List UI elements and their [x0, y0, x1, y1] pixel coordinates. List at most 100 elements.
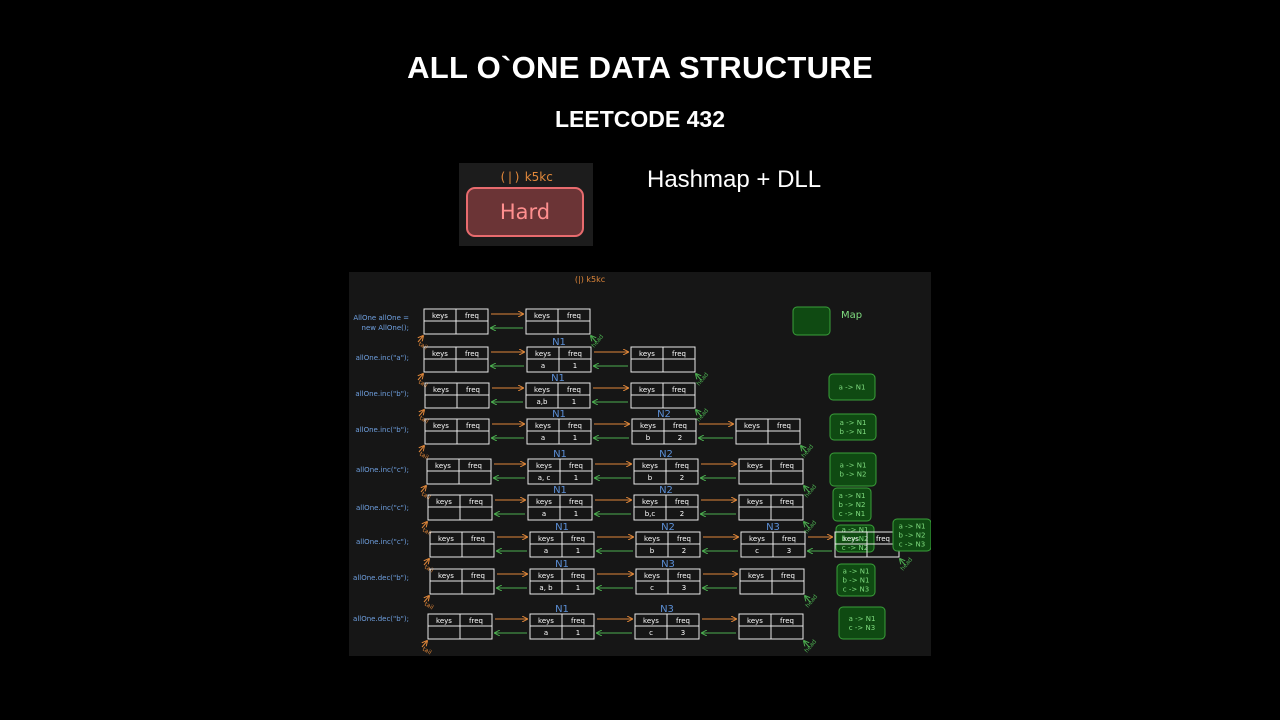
node-keys-header: keys	[644, 572, 660, 580]
node-keys-header: keys	[538, 572, 554, 580]
node-label: N3	[660, 604, 674, 615]
tail-pointer-arrow	[424, 559, 429, 566]
node-keys-header: keys	[534, 312, 550, 320]
node-freq-header: freq	[876, 535, 890, 543]
hashmap-entry: a -> N1	[839, 492, 866, 500]
tail-pointer-arrow	[419, 410, 424, 417]
tail-pointer-arrow	[418, 336, 423, 343]
map-legend-label: Map	[841, 310, 862, 321]
node-freq-value: 2	[680, 510, 684, 518]
node-keys-header: keys	[538, 617, 554, 625]
hashmap-box	[836, 563, 876, 597]
node-freq-header: freq	[780, 617, 794, 625]
node-keys-value: a	[541, 434, 545, 442]
page-title: ALL O`ONE DATA STRUCTURE	[407, 50, 873, 85]
node-label: N3	[661, 559, 675, 570]
node-keys-value: c	[650, 584, 654, 592]
node-keys-value: b,c	[645, 510, 656, 518]
node-freq-header: freq	[571, 535, 585, 543]
brand-name: k5kc	[524, 170, 553, 184]
node-keys-value: a	[544, 547, 548, 555]
difficulty-label: Hard	[499, 200, 551, 224]
node-freq-value: 1	[576, 629, 580, 637]
code-line: allOne.inc("c");	[356, 466, 409, 474]
node-keys-header: keys	[748, 572, 764, 580]
tail-pointer-arrow	[419, 446, 424, 453]
head-label: head	[695, 371, 710, 387]
node-label: N3	[766, 522, 780, 533]
node-freq-value: 3	[787, 547, 791, 555]
node-keys-header: keys	[644, 535, 660, 543]
node-freq-header: freq	[777, 422, 791, 430]
node-keys-header: keys	[536, 498, 552, 506]
brand-glyph-icon: (|)	[499, 170, 521, 184]
node-keys-header: keys	[538, 535, 554, 543]
node-keys-header: keys	[639, 350, 655, 358]
hashmap-entry: c -> N3	[843, 586, 869, 594]
head-pointer-arrow	[804, 641, 809, 648]
node-keys-header: keys	[643, 617, 659, 625]
head-label: head	[590, 333, 605, 349]
code-line: AllOne allOne =	[353, 314, 409, 322]
node-keys-value: a	[542, 510, 546, 518]
node-freq-value: 3	[681, 629, 685, 637]
node-freq-header: freq	[469, 617, 483, 625]
node-freq-header: freq	[677, 535, 691, 543]
tail-label: tail	[417, 379, 429, 390]
tail-pointer-arrow	[422, 641, 427, 648]
node-freq-header: freq	[568, 350, 582, 358]
node-freq-header: freq	[675, 498, 689, 506]
node-keys-header: keys	[433, 386, 449, 394]
node-keys-value: a, c	[538, 474, 551, 482]
node-freq-header: freq	[780, 462, 794, 470]
node-keys-header: keys	[747, 498, 763, 506]
code-line: allOne.inc("c");	[356, 538, 409, 546]
code-line: new AllOne();	[362, 324, 409, 332]
node-freq-header: freq	[568, 422, 582, 430]
node-freq-value: 3	[682, 584, 686, 592]
node-keys-value: b	[650, 547, 655, 555]
hashmap-box	[829, 413, 877, 441]
hashmap-box	[838, 606, 886, 640]
node-freq-value: 2	[678, 434, 682, 442]
node-keys-header: keys	[436, 498, 452, 506]
hashmap-entry: a -> N1	[840, 419, 867, 427]
code-line: allOne.inc("a");	[356, 354, 409, 362]
node-freq-header: freq	[471, 572, 485, 580]
head-label: head	[803, 638, 818, 654]
node-freq-value: 1	[573, 434, 577, 442]
node-freq-header: freq	[468, 462, 482, 470]
node-label: N1	[555, 604, 569, 615]
brand-logo: (|) k5kc	[459, 170, 593, 184]
head-pointer-arrow	[801, 446, 806, 453]
tail-label: tail	[423, 601, 435, 612]
code-line: allOne.inc("c");	[356, 504, 409, 512]
node-freq-header: freq	[780, 498, 794, 506]
node-keys-header: keys	[535, 422, 551, 430]
hashmap-box	[892, 518, 931, 552]
hashmap-entry: a -> N1	[839, 384, 866, 392]
node-keys-header: keys	[534, 386, 550, 394]
code-line: allOne.dec("b");	[353, 574, 409, 582]
node-keys-header: keys	[435, 462, 451, 470]
node-freq-header: freq	[672, 386, 686, 394]
hashmap-entry: c -> N1	[839, 510, 865, 518]
hashmap-box	[829, 452, 877, 487]
node-keys-header: keys	[642, 462, 658, 470]
node-keys-header: keys	[433, 422, 449, 430]
hashmap-entry: c -> N3	[849, 624, 875, 632]
head-pointer-arrow	[591, 336, 596, 343]
node-freq-value: 1	[574, 474, 578, 482]
node-freq-value: 2	[680, 474, 684, 482]
node-keys-value: a, b	[539, 584, 553, 592]
diagram-brand: (|) k5kc	[575, 275, 605, 284]
tail-label: tail	[418, 451, 430, 462]
node-freq-header: freq	[675, 462, 689, 470]
node-freq-header: freq	[466, 422, 480, 430]
node-keys-header: keys	[436, 617, 452, 625]
node-freq-header: freq	[782, 535, 796, 543]
node-freq-header: freq	[469, 498, 483, 506]
node-keys-value: a	[544, 629, 548, 637]
node-freq-header: freq	[571, 572, 585, 580]
tail-pointer-arrow	[418, 374, 423, 381]
